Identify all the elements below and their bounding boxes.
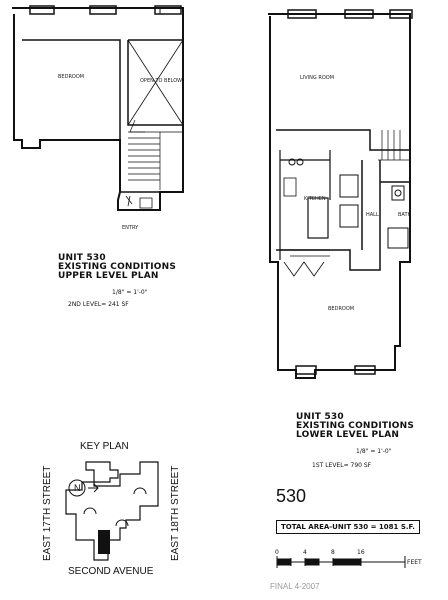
scale-unit-label: FEET bbox=[407, 559, 422, 566]
lower-plan-title: UNIT 530 EXISTING CONDITIONS LOWER LEVEL… bbox=[296, 413, 414, 440]
scale-tick-4: 4 bbox=[303, 549, 307, 556]
scale-tick-8: 8 bbox=[331, 549, 335, 556]
footer-final-date: FINAL 4-2007 bbox=[270, 582, 320, 591]
bath-label: BATH bbox=[398, 212, 412, 218]
second-avenue-label: SECOND AVENUE bbox=[68, 566, 154, 577]
lower-plan-walls bbox=[268, 9, 413, 379]
total-area-box: TOTAL AREA-UNIT 530 = 1081 S.F. bbox=[276, 520, 420, 534]
hall-label: HALL bbox=[366, 212, 379, 218]
scale-tick-16: 16 bbox=[357, 549, 365, 556]
entry-label: ENTRY bbox=[122, 225, 139, 231]
kitchen-label: KITCHEN bbox=[304, 196, 326, 202]
upper-bedroom-label: BEDROOM bbox=[58, 74, 85, 80]
living-room-label: LIVING ROOM bbox=[300, 75, 335, 81]
scale-tick-0: 0 bbox=[275, 549, 279, 556]
open-to-below-label: OPEN TO BELOW bbox=[140, 78, 183, 84]
lower-area-note: 1ST LEVEL= 790 SF bbox=[312, 462, 372, 469]
east-17th-street-label: EAST 17TH STREET bbox=[42, 465, 53, 561]
lower-scale-note: 1/8" = 1'-0" bbox=[356, 448, 392, 455]
upper-title-line3: UPPER LEVEL PLAN bbox=[58, 271, 159, 281]
upper-title-line2: EXISTING CONDITIONS bbox=[58, 262, 177, 272]
unit-number: 530 bbox=[276, 486, 307, 506]
upper-area-note: 2ND LEVEL= 241 SF bbox=[68, 301, 129, 308]
lower-title-line2: EXISTING CONDITIONS bbox=[296, 421, 415, 431]
key-plan-title: KEY PLAN bbox=[80, 441, 129, 452]
north-arrow-icon: N bbox=[74, 483, 81, 493]
upper-scale-note: 1/8" = 1'-0" bbox=[112, 289, 148, 296]
east-18th-street-label: EAST 18TH STREET bbox=[170, 465, 181, 561]
upper-title-line1: UNIT 530 bbox=[58, 253, 106, 263]
lower-title-line3: LOWER LEVEL PLAN bbox=[296, 430, 400, 440]
scale-bar-graphic bbox=[276, 556, 406, 568]
lower-title-line1: UNIT 530 bbox=[296, 412, 344, 422]
lower-bedroom-label: BEDROOM bbox=[328, 306, 355, 312]
upper-plan-title: UNIT 530 EXISTING CONDITIONS UPPER LEVEL… bbox=[58, 254, 176, 281]
key-plan-outline bbox=[65, 461, 159, 561]
upper-plan-walls bbox=[12, 5, 184, 211]
